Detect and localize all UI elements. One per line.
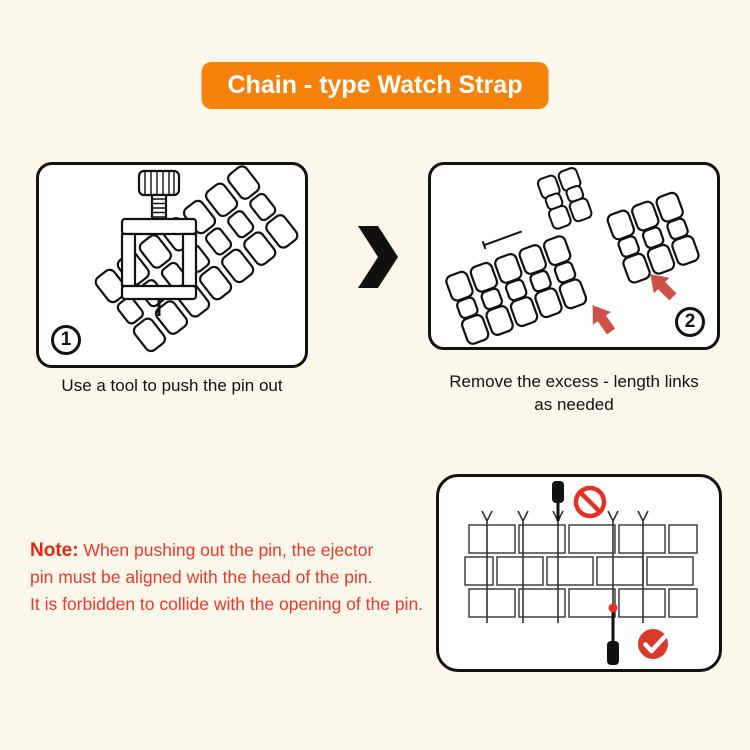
step-2-number: 2 [684,311,696,332]
step-2-caption: Remove the excess - length links as need… [428,370,720,416]
step-1-caption-line1: Use a tool to push the pin out [61,376,283,395]
tool-push-pin-illustration [94,165,299,353]
chevron-right-icon [358,226,398,288]
step-1-badge: 1 [51,325,81,355]
step-1-number: 1 [60,329,72,350]
prohibition-icon [573,485,607,519]
step-2-caption-line1: Remove the excess - length links [449,372,699,391]
note-line1: When pushing out the pin, the ejector [78,540,374,560]
red-arrow-icons [592,274,677,335]
pin-alignment-panel [436,474,722,672]
step-1-panel: 1 [36,162,308,368]
note-text: Note: When pushing out the pin, the ejec… [30,537,440,618]
checkmark-icon [638,629,668,659]
step-2-caption-line2: as needed [534,395,614,414]
step-2-panel: 2 [428,162,720,350]
step-1-caption: Use a tool to push the pin out [36,374,308,397]
loose-pin [481,230,523,250]
link-remover-tool [120,169,198,316]
page-title: Chain - type Watch Strap [227,71,523,99]
top-ejector-pin [552,481,564,521]
step-2-badge: 2 [675,307,705,337]
note-line2: pin must be aligned with the head of the… [30,567,373,587]
title-banner: Chain - type Watch Strap [201,62,549,109]
note-line3: It is forbidden to collide with the open… [30,594,424,614]
pin-alignment-diagram [464,481,698,665]
remove-links-illustration [445,167,700,345]
bottom-ejector-pin [607,603,619,665]
note-label: Note: [30,540,79,561]
